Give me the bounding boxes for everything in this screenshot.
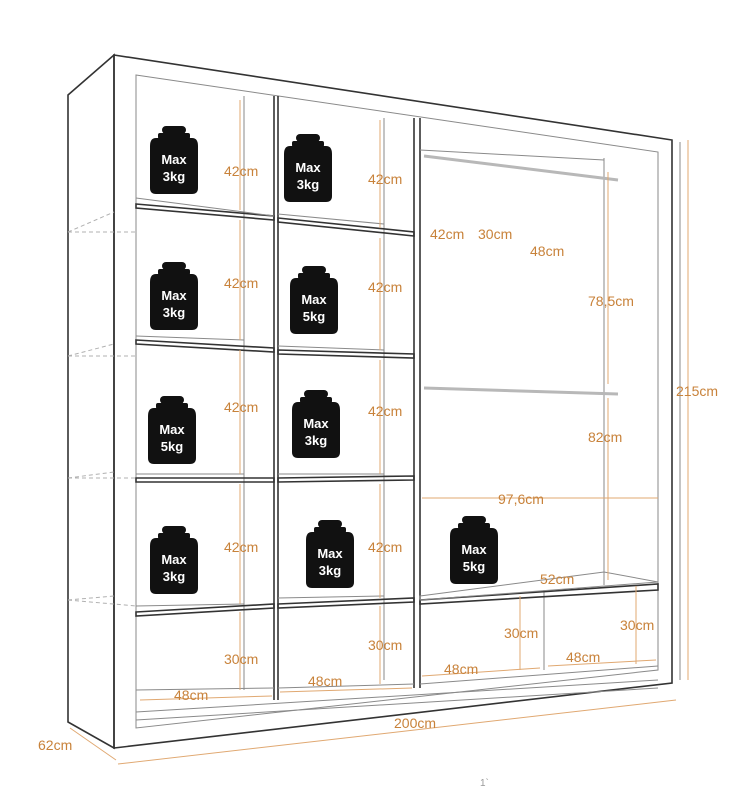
dim-label: 200cm [394,715,436,731]
dim-label: 30cm [478,226,512,242]
dimension-labels: 42cm 42cm 42cm 42cm 30cm 42cm 42cm 42cm … [38,163,718,789]
weight-label-line2: 3kg [305,433,327,448]
weight-icon: Max 5kg [450,516,498,584]
side-dash-lines [67,211,137,607]
dim-label: 48cm [308,673,342,689]
shelves [135,197,659,691]
stray-mark: 1` [480,777,489,789]
dim-label: 78,5cm [588,293,634,309]
weight-label-line1: Max [295,160,321,175]
weight-icon: Max 3kg [292,390,340,458]
dim-label: 42cm [368,403,402,419]
dim-label: 48cm [566,649,600,665]
weight-label-line1: Max [161,288,187,303]
weight-icon: Max 3kg [150,526,198,594]
dim-label: 52cm [540,571,574,587]
weight-icon: Max 5kg [148,396,196,464]
weight-icon: Max 3kg [150,126,198,194]
weight-label-line2: 5kg [463,559,485,574]
dim-label: 97,6cm [498,491,544,507]
back-panel [135,75,605,728]
dim-label: 42cm [368,539,402,555]
dim-label: 42cm [224,539,258,555]
weight-label-line2: 3kg [163,169,185,184]
weight-icon: Max 3kg [284,134,332,202]
dimension-lines [69,100,689,765]
dim-label: 30cm [620,617,654,633]
dim-label: 82cm [588,429,622,445]
vertical-dividers [273,96,545,700]
weight-label-line2: 5kg [303,309,325,324]
weight-icon: Max 3kg [150,262,198,330]
dim-label: 30cm [368,637,402,653]
dim-label: 42cm [224,399,258,415]
hanging-rails [423,154,619,396]
weight-icons: Max3kgMax3kgMax3kgMax5kgMax5kgMax3kgMax3… [148,126,498,594]
weight-icon: Max 5kg [290,266,338,334]
dim-label: 42cm [224,163,258,179]
dim-label: 42cm [368,171,402,187]
weight-icon: Max 3kg [306,520,354,588]
weight-label-line1: Max [317,546,343,561]
weight-label-line1: Max [161,152,187,167]
weight-label-line1: Max [159,422,185,437]
dim-label: 42cm [224,275,258,291]
dim-label: 48cm [174,687,208,703]
dim-label: 48cm [444,661,478,677]
weight-label-line2: 3kg [163,305,185,320]
dim-label: 62cm [38,737,72,753]
dim-label: 42cm [368,279,402,295]
wardrobe-frame [67,53,681,750]
weight-label-line1: Max [303,416,329,431]
weight-label-line2: 3kg [319,563,341,578]
dim-label: 215cm [676,383,718,399]
dim-label: 30cm [504,625,538,641]
weight-label-line2: 3kg [163,569,185,584]
dim-label: 30cm [224,651,258,667]
weight-label-line2: 5kg [161,439,183,454]
weight-label-line1: Max [461,542,487,557]
dim-label: 42cm [430,226,464,242]
weight-label-line1: Max [161,552,187,567]
weight-label-line2: 3kg [297,177,319,192]
dim-label: 48cm [530,243,564,259]
weight-label-line1: Max [301,292,327,307]
